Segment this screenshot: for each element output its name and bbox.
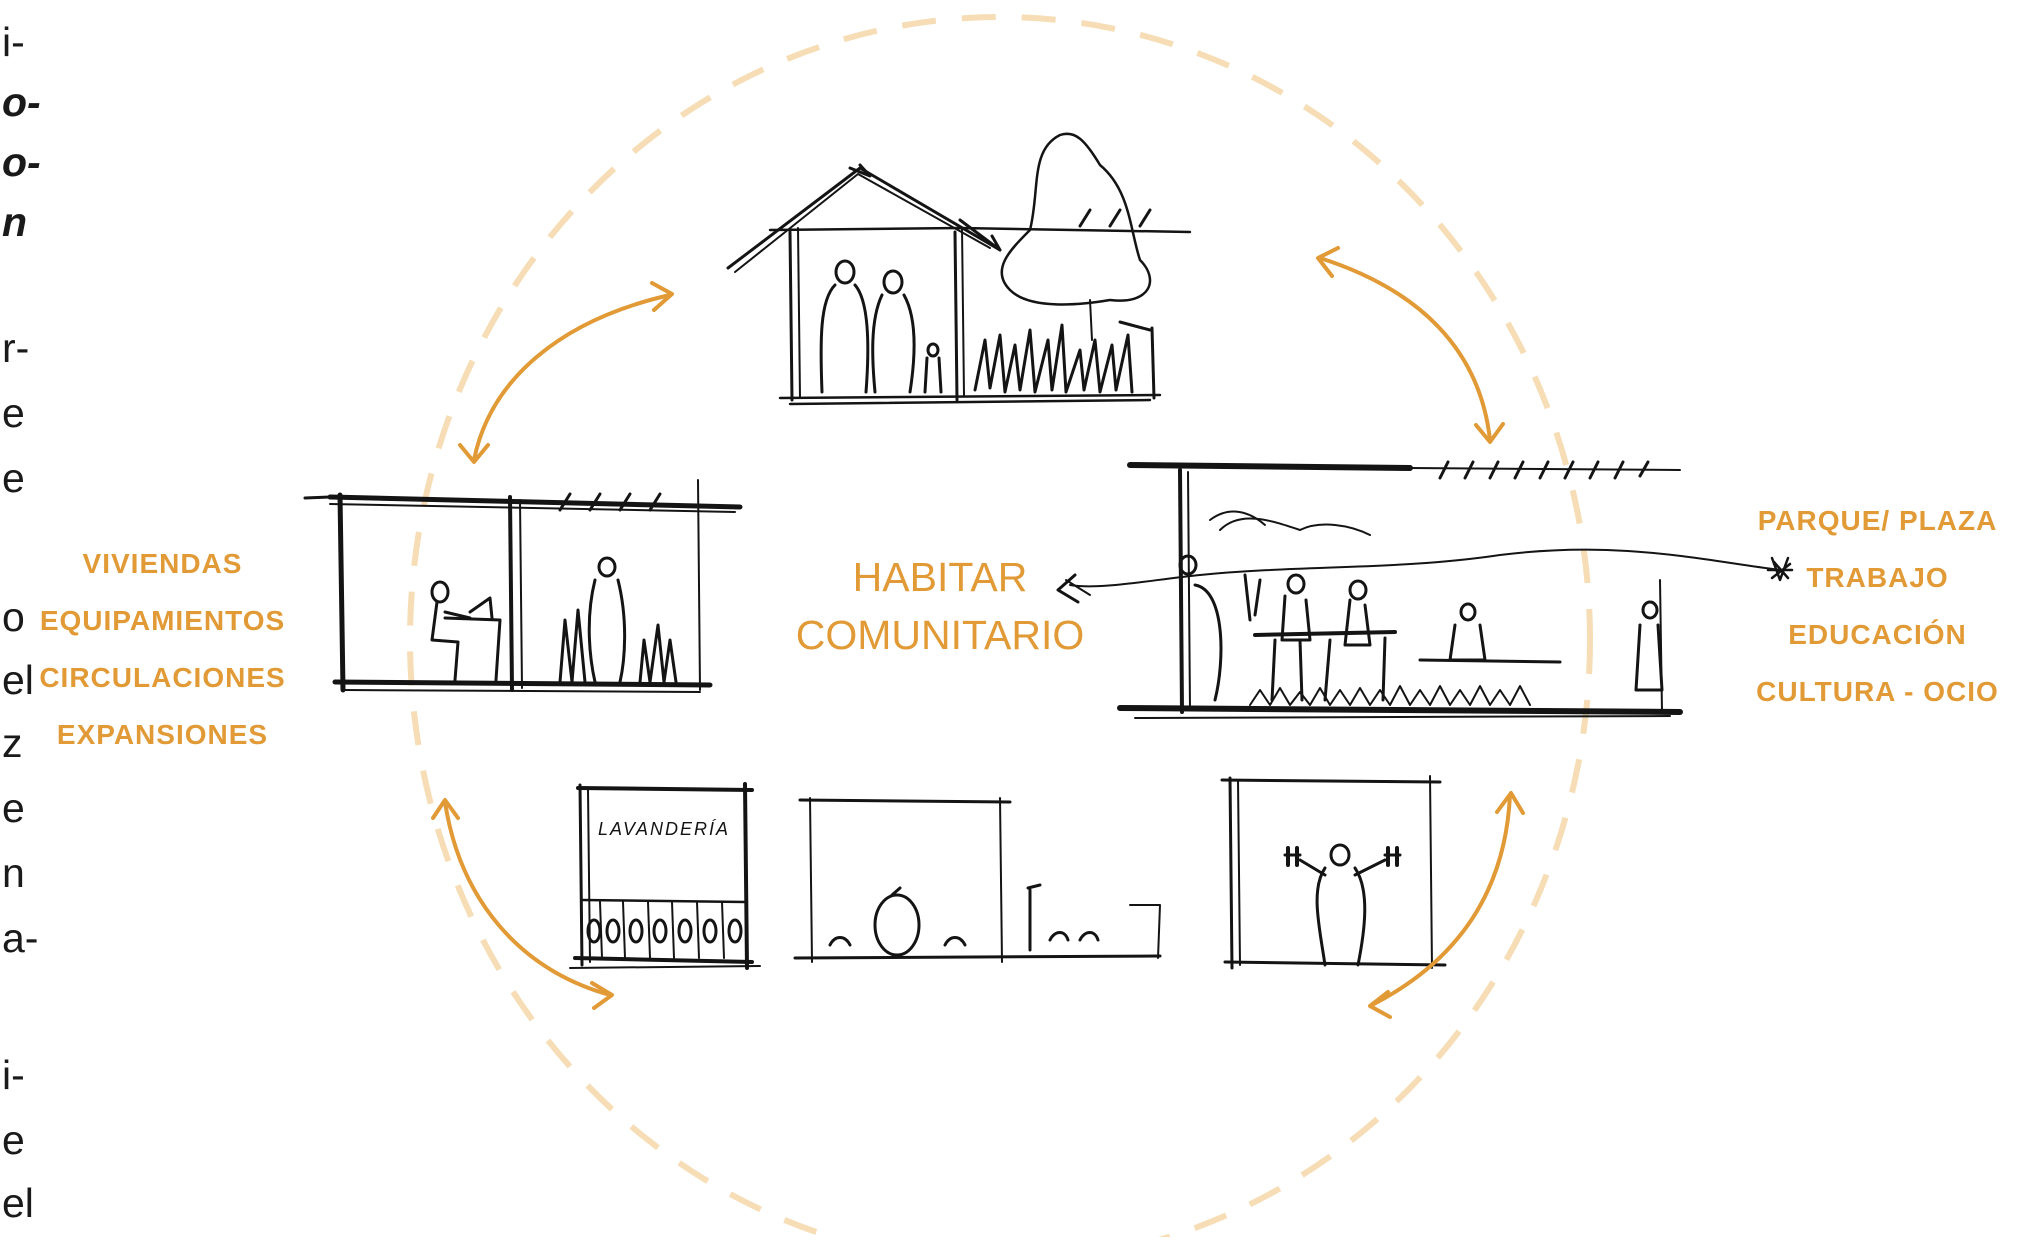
edge-fragment: o-: [2, 139, 41, 185]
edge-fragment: i-: [2, 1052, 25, 1098]
sketch-gathering-room: [793, 797, 1162, 963]
label-cultura-ocio: CULTURA - OCIO: [1756, 676, 1999, 707]
laundry-sign: LAVANDERÍA: [598, 819, 730, 839]
edge-fragment: o: [2, 594, 25, 640]
center-label-line-1: HABITAR: [852, 554, 1028, 600]
sketch-dwelling-section: [303, 479, 743, 693]
right-labels: PARQUE/ PLAZA TRABAJO EDUCACIÓN CULTURA …: [1735, 492, 2020, 720]
edge-fragment: z: [2, 720, 23, 766]
cycle-arrow-top-right: [1316, 246, 1505, 444]
center-label: HABITAR COMUNITARIO: [770, 548, 1110, 664]
edge-fragment: i-: [2, 19, 25, 65]
sketch-gym: [1220, 775, 1447, 970]
edge-fragment: e: [2, 1117, 25, 1163]
label-viviendas: VIVIENDAS: [82, 548, 243, 579]
label-expansiones: EXPANSIONES: [56, 719, 269, 750]
left-labels: VIVIENDAS EQUIPAMIENTOS CIRCULACIONES EX…: [30, 535, 295, 763]
center-label-line-2: COMUNITARIO: [795, 612, 1085, 658]
edge-fragment: e: [2, 390, 25, 436]
edge-fragment: e: [2, 785, 25, 831]
label-trabajo: TRABAJO: [1806, 562, 1949, 593]
label-educacion: EDUCACIÓN: [1788, 619, 1967, 650]
sketch-house-garden: [726, 132, 1192, 406]
label-circulaciones: CIRCULACIONES: [39, 662, 286, 693]
edge-fragment: o-: [2, 79, 41, 125]
connector-arrow: [1056, 548, 1794, 604]
edge-fragment: el: [2, 657, 34, 703]
edge-fragment: a-: [2, 915, 39, 961]
edge-fragment: r-: [2, 325, 30, 371]
edge-fragment: n: [2, 850, 25, 896]
edge-fragment: el: [2, 1180, 34, 1226]
cycle-arrow-bottom-left: [431, 798, 614, 1010]
dashed-circle: [407, 14, 1593, 1242]
cycle-arrow-top-left: [458, 281, 674, 464]
label-parque-plaza: PARQUE/ PLAZA: [1757, 505, 1998, 536]
sketch-laundry: [569, 782, 761, 970]
sketch-plaza-work: [1117, 460, 1683, 719]
edge-fragment: n: [2, 199, 28, 245]
cycle-arrow-bottom-right: [1368, 791, 1525, 1019]
label-equipamientos: EQUIPAMIENTOS: [39, 605, 286, 636]
edge-fragment: e: [2, 455, 25, 501]
